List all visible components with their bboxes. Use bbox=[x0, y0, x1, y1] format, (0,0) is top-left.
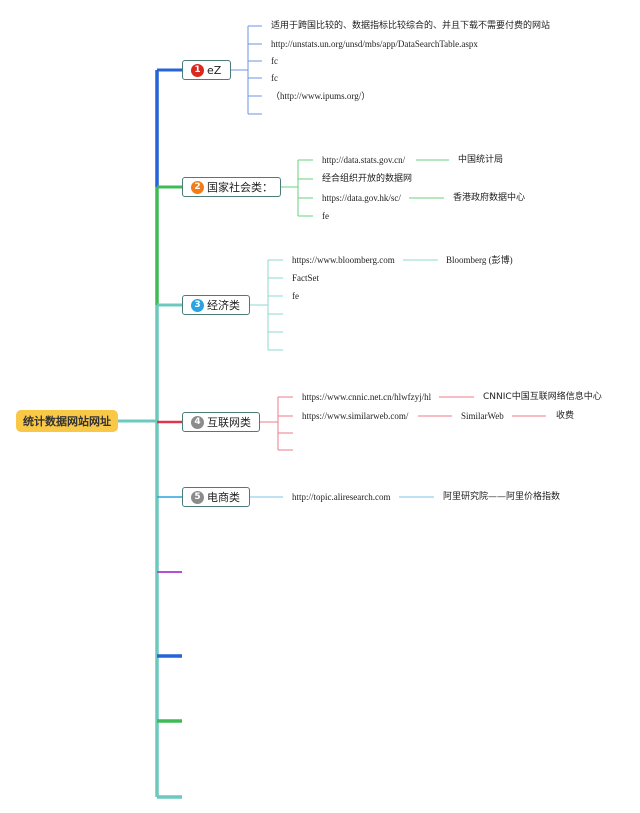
topic-3-item-1-note: Bloomberg (彭博) bbox=[446, 255, 513, 265]
topic3-leaf-lines bbox=[250, 259, 438, 351]
topic-4-label: 互联网类 bbox=[207, 416, 251, 429]
topic-1-item-4[interactable]: fc bbox=[271, 73, 278, 83]
topic-4-node[interactable]: 4 互联网类 bbox=[182, 412, 260, 432]
topic-4-item-2-note2: 收费 bbox=[556, 411, 575, 421]
topic1-leaf-lines bbox=[231, 25, 262, 115]
topic-2-item-1[interactable]: http://data.stats.gov.cn/ bbox=[322, 155, 406, 165]
topic-4-item-2-note: SimilarWeb bbox=[461, 411, 504, 421]
root-label: 统计数据网站网址 bbox=[23, 415, 111, 428]
topic-4-badge: 4 bbox=[191, 415, 204, 429]
topic-5-badge: 5 bbox=[191, 490, 204, 504]
topic-5-item-1[interactable]: http://topic.aliresearch.com bbox=[292, 492, 391, 502]
topic-1-item-3[interactable]: fc bbox=[271, 56, 278, 66]
topic-2-label: 国家社会类： bbox=[207, 181, 273, 194]
topic-3-badge: 3 bbox=[191, 298, 204, 312]
topic-4-item-1[interactable]: https://www.cnnic.net.cn/hlwfzyj/hl bbox=[302, 392, 432, 402]
topic-4-item-1-note: CNNIC中国互联网络信息中心 bbox=[483, 392, 602, 402]
topic-1-item-5[interactable]: （http://www.ipums.org/） bbox=[271, 91, 371, 101]
topic-1-item-1[interactable]: 适用于跨国比较的、数据指标比较综合的、并且下载不需要付费的网站 bbox=[271, 21, 551, 31]
root-node[interactable]: 统计数据网站网址 bbox=[16, 410, 118, 432]
topic-2-item-4[interactable]: fe bbox=[322, 211, 329, 221]
topic-1-node[interactable]: 1 eZ bbox=[182, 60, 231, 80]
topic-5-node[interactable]: 5 电商类 bbox=[182, 487, 250, 507]
topic-3-item-2[interactable]: FactSet bbox=[292, 273, 319, 283]
topic-2-badge: 2 bbox=[191, 180, 204, 194]
topic-4-item-2[interactable]: https://www.similarweb.com/ bbox=[302, 411, 409, 421]
topic-3-item-3[interactable]: fe bbox=[292, 291, 299, 301]
topic-2-node[interactable]: 2 国家社会类： bbox=[182, 177, 281, 197]
topic-5-item-1-note: 阿里研究院——阿里价格指数 bbox=[443, 492, 561, 502]
topic-1-item-2[interactable]: http://unstats.un.org/unsd/mbs/app/DataS… bbox=[271, 39, 478, 49]
topic-3-label: 经济类 bbox=[207, 299, 240, 312]
topic-2-item-3[interactable]: https://data.gov.hk/sc/ bbox=[322, 193, 401, 203]
topic-2-item-3-note: 香港政府数据中心 bbox=[453, 193, 526, 203]
topic4-leaf-lines bbox=[260, 396, 546, 451]
topic2-leaf-lines bbox=[281, 159, 449, 217]
topic-3-node[interactable]: 3 经济类 bbox=[182, 295, 250, 315]
topic-3-item-1[interactable]: https://www.bloomberg.com bbox=[292, 255, 395, 265]
topic-1-label: eZ bbox=[207, 63, 222, 77]
topic-2-item-2[interactable]: 经合组织开放的数据网 bbox=[322, 174, 413, 184]
topic-1-badge: 1 bbox=[191, 63, 204, 77]
topic-5-label: 电商类 bbox=[207, 491, 240, 504]
topic-2-item-1-note: 中国统计局 bbox=[458, 155, 504, 165]
